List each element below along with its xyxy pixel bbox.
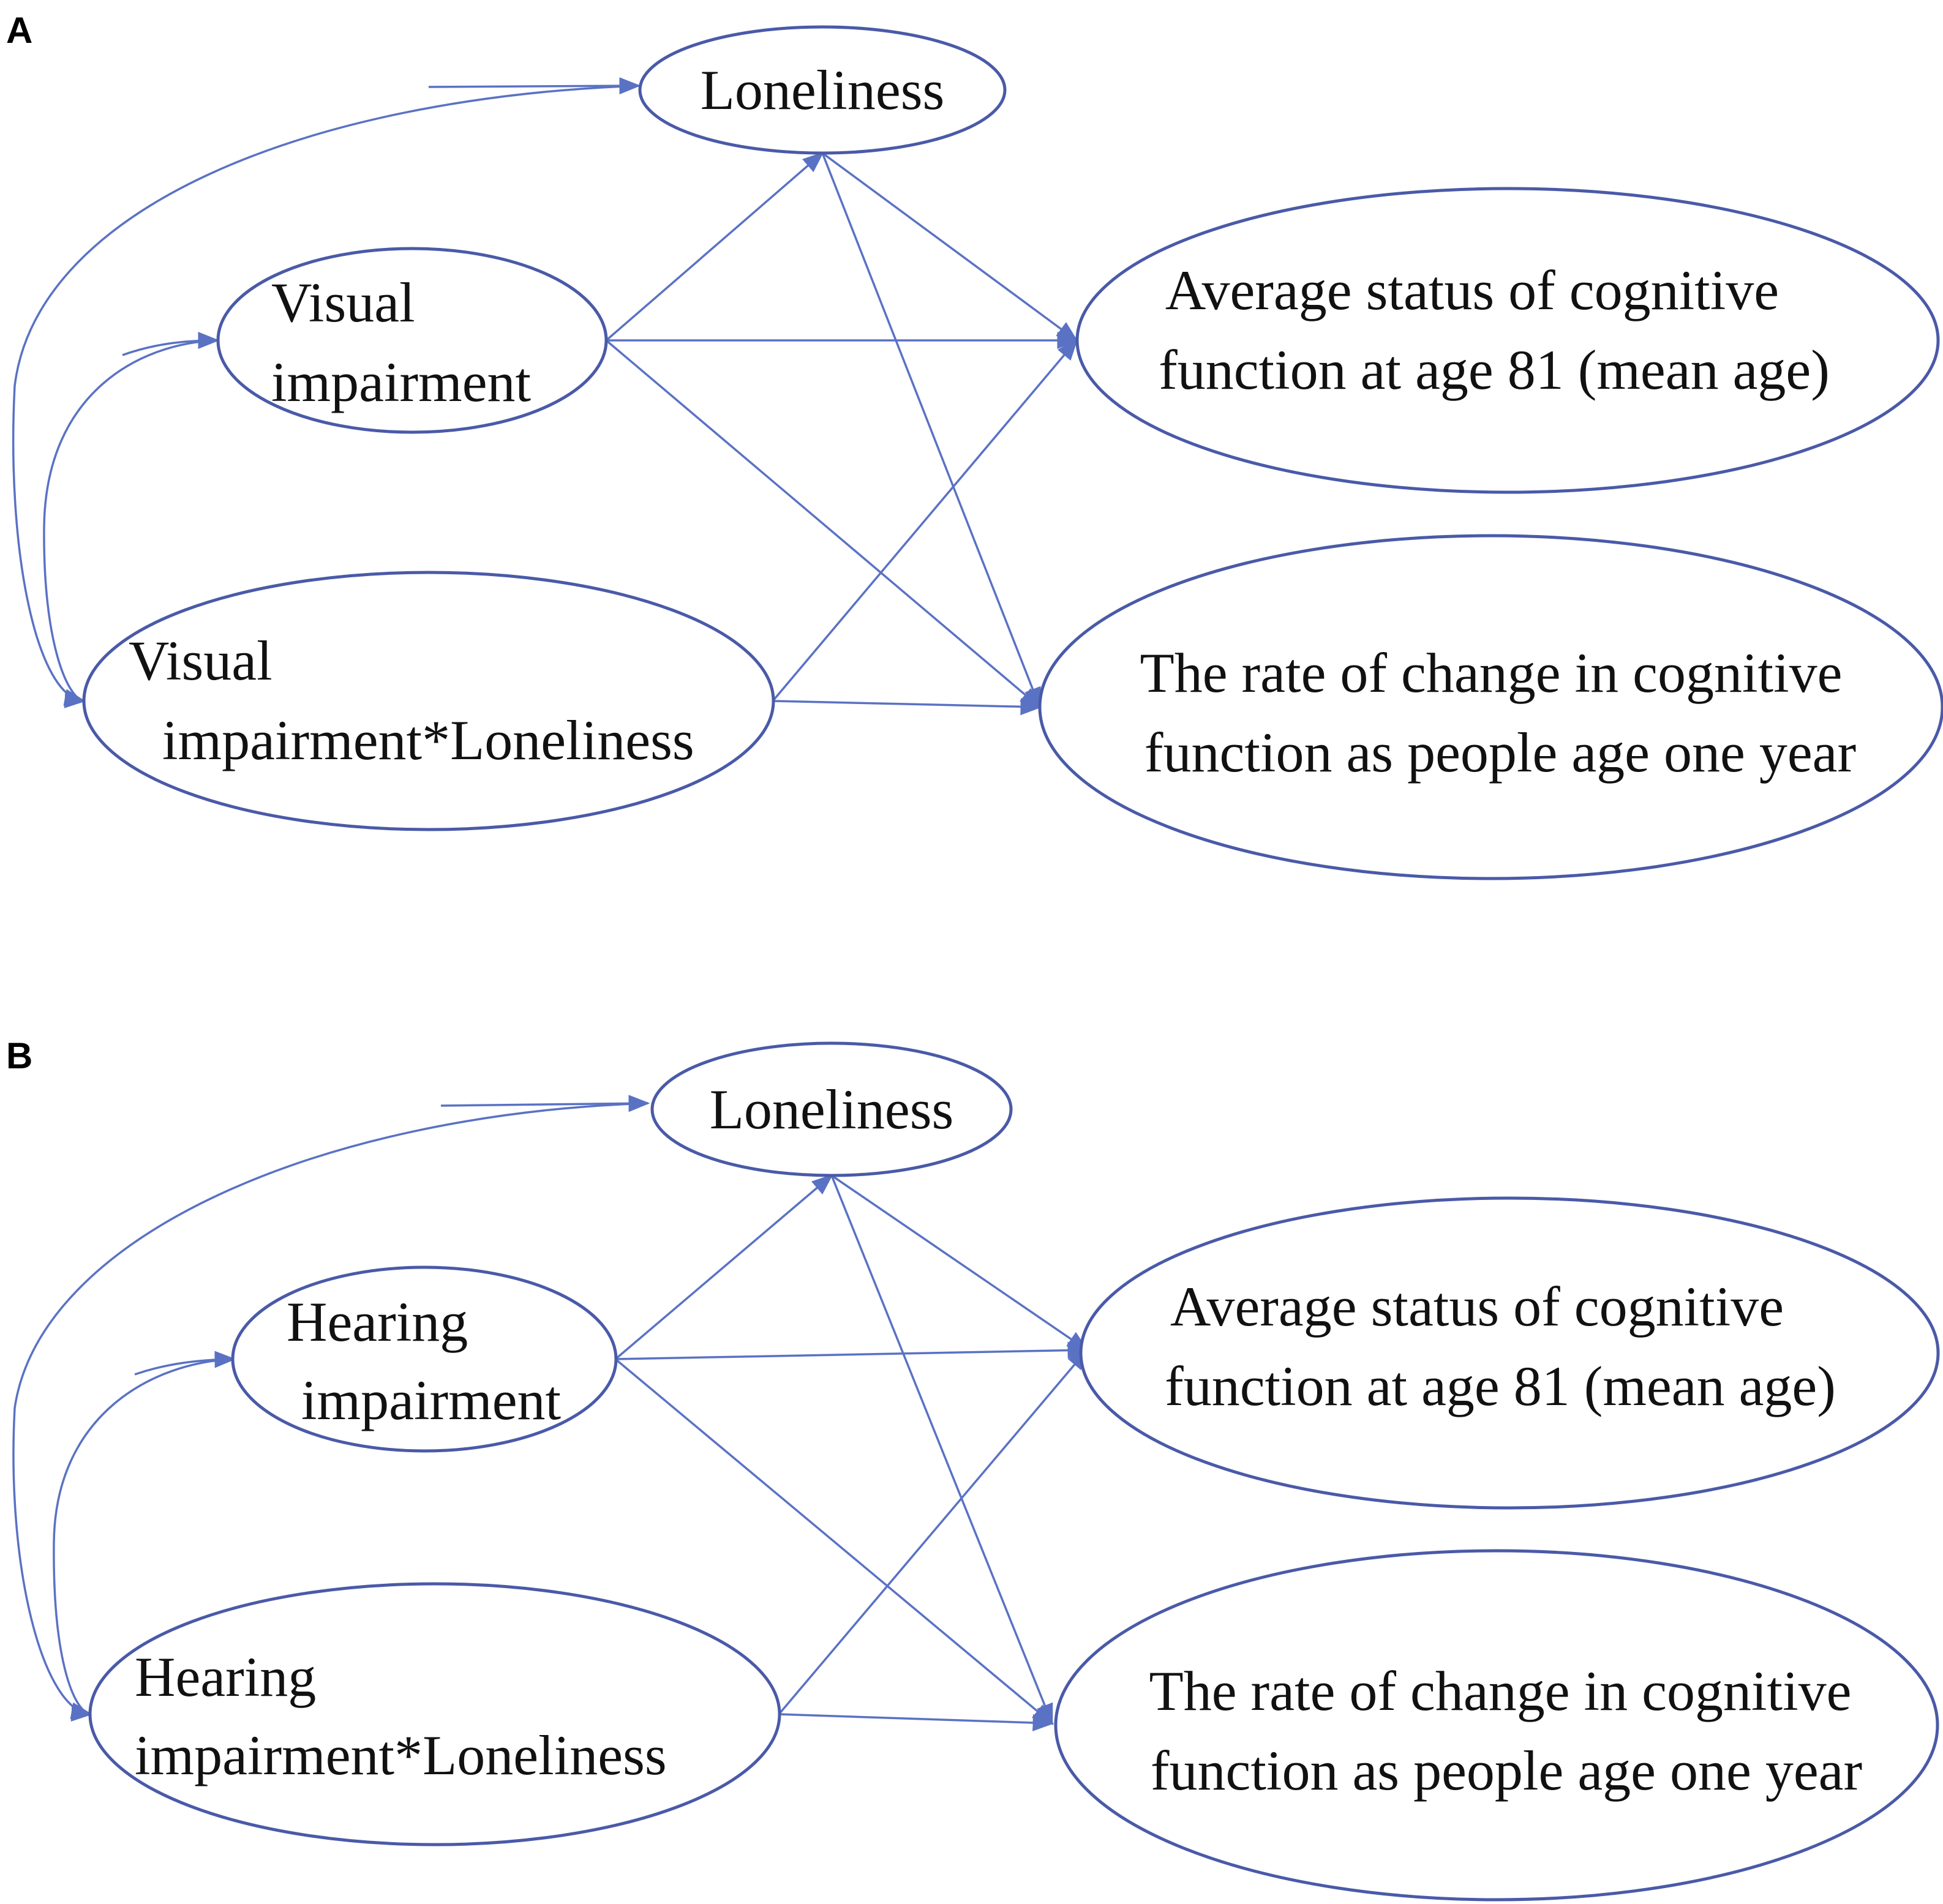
edge-a-correlation-impairment-interaction-start	[122, 332, 220, 356]
node-b-impairment-ellipse	[231, 1265, 618, 1453]
edge-b-impairment-to-loneliness	[614, 1174, 833, 1360]
edge-b-correlation-impairment-interaction	[53, 1358, 235, 1720]
edge-b-loneliness-to-average	[831, 1174, 1089, 1351]
node-a-interaction-label-2: impairment*Loneliness	[162, 709, 694, 771]
node-b-impairment-label-2: impairment	[301, 1369, 562, 1431]
edge-b-impairment-to-average	[615, 1341, 1089, 1360]
node-a-loneliness: Loneliness	[638, 25, 1007, 155]
node-b-loneliness-ellipse	[650, 1041, 1013, 1177]
node-b-interaction-label-2: impairment*Loneliness	[135, 1724, 667, 1786]
edge-b-correlation-loneliness-interaction	[12, 1102, 648, 1722]
node-a-interaction-ellipse	[82, 571, 775, 831]
panel-a-label: A	[6, 10, 32, 51]
node-a-average: Average status of cognitive function at …	[1075, 187, 1940, 494]
panel-b: B Loneliness Hearing impairment	[6, 1035, 1940, 1902]
node-a-rate: The rate of change in cognitive function…	[1038, 534, 1943, 880]
node-b-average-ellipse	[1079, 1196, 1940, 1510]
node-a-average-ellipse	[1075, 187, 1940, 494]
node-a-impairment-label-2: impairment	[271, 351, 532, 413]
node-b-rate-label-1: The rate of change in cognitive	[1149, 1660, 1852, 1722]
node-b-rate-ellipse	[1054, 1549, 1939, 1902]
edge-b-correlation-impairment-interaction-start	[134, 1351, 236, 1376]
node-a-average-label-2: function at age 81 (mean age)	[1159, 339, 1830, 401]
node-a-loneliness-ellipse	[638, 25, 1007, 155]
edge-b-interaction-to-rate	[778, 1713, 1054, 1731]
node-b-interaction-ellipse	[88, 1582, 781, 1846]
node-b-loneliness: Loneliness	[650, 1041, 1013, 1177]
node-b-impairment-label-1: Hearing	[287, 1291, 468, 1353]
node-a-rate-label-2: function as people age one year	[1144, 721, 1856, 784]
node-b-loneliness-label: Loneliness	[710, 1078, 954, 1141]
edge-a-interaction-to-rate	[772, 698, 1042, 716]
node-a-impairment-label-1: Visual	[271, 271, 415, 334]
node-a-interaction: Visual impairment*Loneliness	[82, 571, 775, 831]
node-b-average-label-2: function at age 81 (mean age)	[1165, 1355, 1836, 1417]
node-a-rate-ellipse	[1038, 534, 1943, 880]
node-a-average-label-1: Average status of cognitive	[1165, 259, 1779, 321]
edge-a-loneliness-to-rate	[821, 152, 1041, 710]
panel-a: A Loneliness Visual impairment	[6, 10, 1943, 880]
node-a-impairment: Visual impairment	[216, 247, 608, 434]
node-a-rate-label-1: The rate of change in cognitive	[1140, 642, 1843, 704]
node-b-impairment: Hearing impairment	[231, 1265, 618, 1453]
node-b-interaction-label-1: Hearing	[135, 1646, 316, 1708]
edge-b-loneliness-to-rate	[830, 1175, 1053, 1726]
panel-b-label: B	[6, 1035, 32, 1076]
edge-b-impairment-to-rate	[614, 1358, 1054, 1725]
panel-a-edges	[12, 77, 1079, 716]
node-b-average-label-1: Average status of cognitive	[1170, 1275, 1784, 1338]
edge-a-impairment-to-loneliness	[605, 151, 824, 342]
node-b-interaction: Hearing impairment*Loneliness	[88, 1582, 781, 1846]
edge-a-correlation-impairment-interaction	[43, 339, 218, 706]
node-b-average: Average status of cognitive function at …	[1079, 1196, 1940, 1510]
node-b-rate-label-2: function as people age one year	[1151, 1739, 1862, 1802]
edge-a-correlation-loneliness-interaction	[12, 84, 639, 708]
edge-a-correlation-loneliness-interaction-start	[428, 77, 641, 95]
node-a-impairment-ellipse	[216, 247, 608, 434]
edge-b-correlation-loneliness-interaction-start	[440, 1095, 650, 1112]
panel-b-edges	[12, 1095, 1089, 1731]
edge-a-loneliness-to-average	[821, 152, 1078, 342]
node-a-interaction-label-1: Visual	[129, 629, 272, 692]
node-a-loneliness-label: Loneliness	[701, 59, 945, 121]
edge-a-interaction-to-average	[772, 339, 1078, 702]
node-b-rate: The rate of change in cognitive function…	[1054, 1549, 1939, 1902]
edge-a-impairment-to-rate	[605, 339, 1042, 709]
edge-b-interaction-to-average	[778, 1348, 1089, 1715]
